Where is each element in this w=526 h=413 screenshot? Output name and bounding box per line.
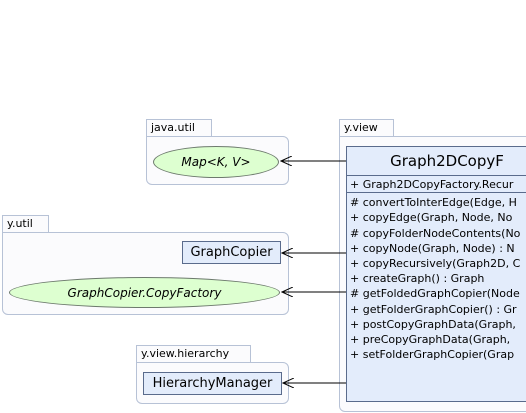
copy-factory-interface-node[interactable]: GraphCopier.CopyFactory xyxy=(9,277,280,308)
class-method: + postCopyGraphData(Graph, xyxy=(350,317,516,331)
package-tab-y-view-hierarchy: y.view.hierarchy xyxy=(136,345,251,362)
map-interface-node[interactable]: Map<K, V> xyxy=(153,146,279,178)
package-tab-y-util: y.util xyxy=(2,215,49,232)
graph-copier-node[interactable]: GraphCopier xyxy=(182,241,281,264)
class-method: # convertToInterEdge(Edge, H xyxy=(350,196,517,210)
class-method: # getFoldedGraphCopier(Node xyxy=(350,287,520,301)
class-divider xyxy=(347,175,526,176)
class-method: + setFolderGraphCopier(Grap xyxy=(350,348,515,362)
class-title: Graph2DCopyF xyxy=(390,152,504,170)
package-tab-java-util: java.util xyxy=(146,119,212,136)
class-divider xyxy=(347,192,526,194)
hierarchy-manager-node[interactable]: HierarchyManager xyxy=(143,372,282,395)
graph2d-copy-factory-class[interactable]: Graph2DCopyF + Graph2DCopyFactory.Recur … xyxy=(346,146,526,402)
class-method: + copyNode(Graph, Node) : N xyxy=(350,241,515,255)
method-list: # convertToInterEdge(Edge, H+ copyEdge(G… xyxy=(347,193,526,362)
class-method: + createGraph() : Graph xyxy=(350,272,485,286)
package-tab-y-view: y.view xyxy=(339,119,394,136)
class-method: # copyFolderNodeContents(No xyxy=(350,226,521,240)
class-method: + copyRecursively(Graph2D, C xyxy=(350,257,521,271)
class-method: + getFolderGraphCopier() : Gr xyxy=(350,302,517,316)
class-method: + copyEdge(Graph, Node, No xyxy=(350,211,513,225)
class-method: + preCopyGraphData(Graph, xyxy=(350,333,511,347)
class-constructor: + Graph2DCopyFactory.Recur xyxy=(350,178,514,191)
